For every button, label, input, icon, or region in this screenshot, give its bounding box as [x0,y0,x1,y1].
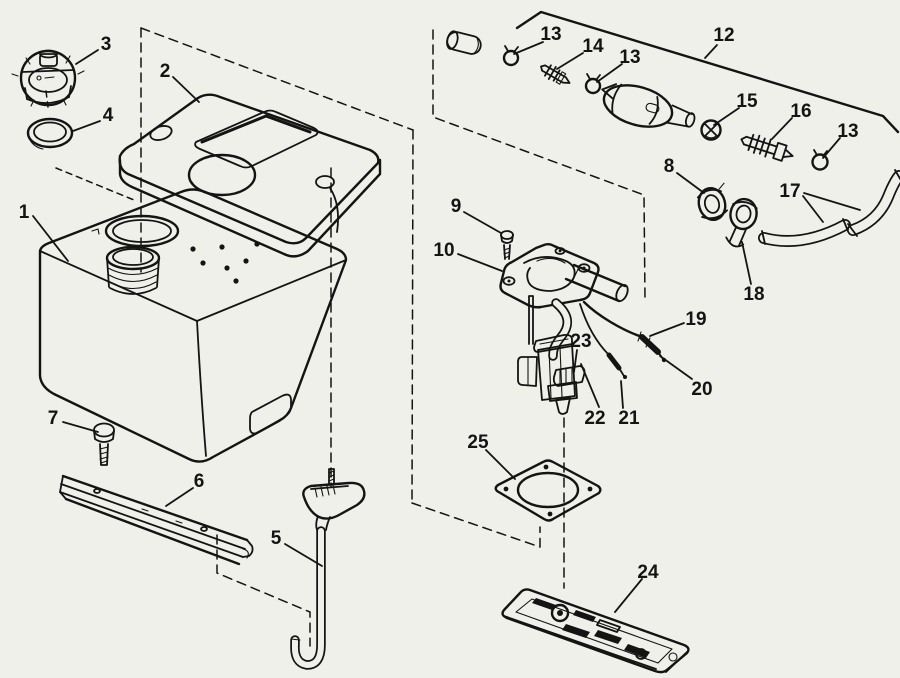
callout-13: 13 [619,47,640,68]
fuel-filter [601,83,696,128]
leader-line-9 [463,211,502,234]
callout-23: 23 [570,331,591,352]
kit-plug-cylinder [446,30,482,55]
leader-line-13 [513,41,544,55]
leader-line-4 [72,120,101,132]
leader-line-21 [620,380,624,409]
leader-line-1 [32,215,69,262]
tank-mount-screw [93,422,115,466]
leader-line-12 [704,44,718,59]
leader-line-16 [771,117,793,140]
leader-line-13 [596,63,623,83]
oil-level-gauge [290,468,366,670]
callout-22: 22 [584,408,605,429]
leader-line-23 [573,349,578,373]
clamp-18 [725,197,758,248]
leader-line-20 [659,355,693,380]
callout-19: 19 [685,309,706,330]
callout-1: 1 [19,202,30,223]
callout-16: 16 [790,101,811,122]
leader-line-22 [580,363,600,408]
hose-clamp-13b-icon [584,73,602,95]
callout-3: 3 [101,34,112,55]
leader-line-25 [485,449,516,480]
hose-17-left [758,218,851,248]
sensor-lead-19-20 [582,300,667,363]
callout-8: 8 [664,156,675,177]
callout-13: 13 [540,24,561,45]
callout-13: 13 [837,121,858,142]
callout-9: 9 [451,196,462,217]
leader-line-2 [172,76,200,103]
sensor-lead-21-22 [579,303,627,379]
callout-15: 15 [736,91,758,112]
leader-line-6 [165,487,194,507]
callout-5: 5 [271,528,282,549]
leader-line-18 [741,241,752,285]
callout-25: 25 [467,432,489,453]
callout-2: 2 [160,61,171,82]
leader-line-5 [284,543,323,567]
callout-21: 21 [618,408,640,429]
callout-7: 7 [48,408,59,429]
leader-line-24 [614,578,643,613]
oil-tank [38,188,348,463]
callout-10: 10 [433,240,454,261]
hose-clamp-13a-icon [502,45,520,67]
leader-line-7 [62,421,99,433]
callout-20: 20 [691,379,712,400]
tank-cover [118,93,382,258]
fuel-fitting-14 [540,64,571,85]
hose-17-right [847,169,900,237]
callout-4: 4 [103,105,114,126]
oil-fill-cap [11,49,85,107]
leader-line-8 [676,172,705,194]
callout-17: 17 [779,181,800,202]
callout-12: 12 [713,25,734,46]
callout-6: 6 [194,471,205,492]
hose-clamp-13c-icon [811,149,829,171]
oil-pickup-assembly [499,243,667,415]
gasket-25 [494,459,602,522]
leader-line-17 [803,192,861,211]
leader-line-15 [713,107,740,126]
leader-line-13 [822,137,841,159]
clamp-8 [696,182,729,222]
callout-14: 14 [582,36,604,57]
fitting-16 [740,133,794,162]
leader-line-10 [457,253,503,272]
mounting-plate-24 [501,588,690,674]
plug-15 [700,119,722,141]
assembly-dashed-lines [45,27,646,647]
leader-line-3 [75,49,99,65]
fill-cap-gasket [26,117,74,150]
kit-boundary-line [515,10,900,134]
callout-24: 24 [637,562,659,583]
mounting-bracket [59,474,254,566]
callout-18: 18 [743,284,764,305]
leader-line-14 [556,52,584,70]
pump-screw-9 [500,230,514,260]
leader-line-19 [649,322,685,337]
leader-line-17 [802,195,824,223]
